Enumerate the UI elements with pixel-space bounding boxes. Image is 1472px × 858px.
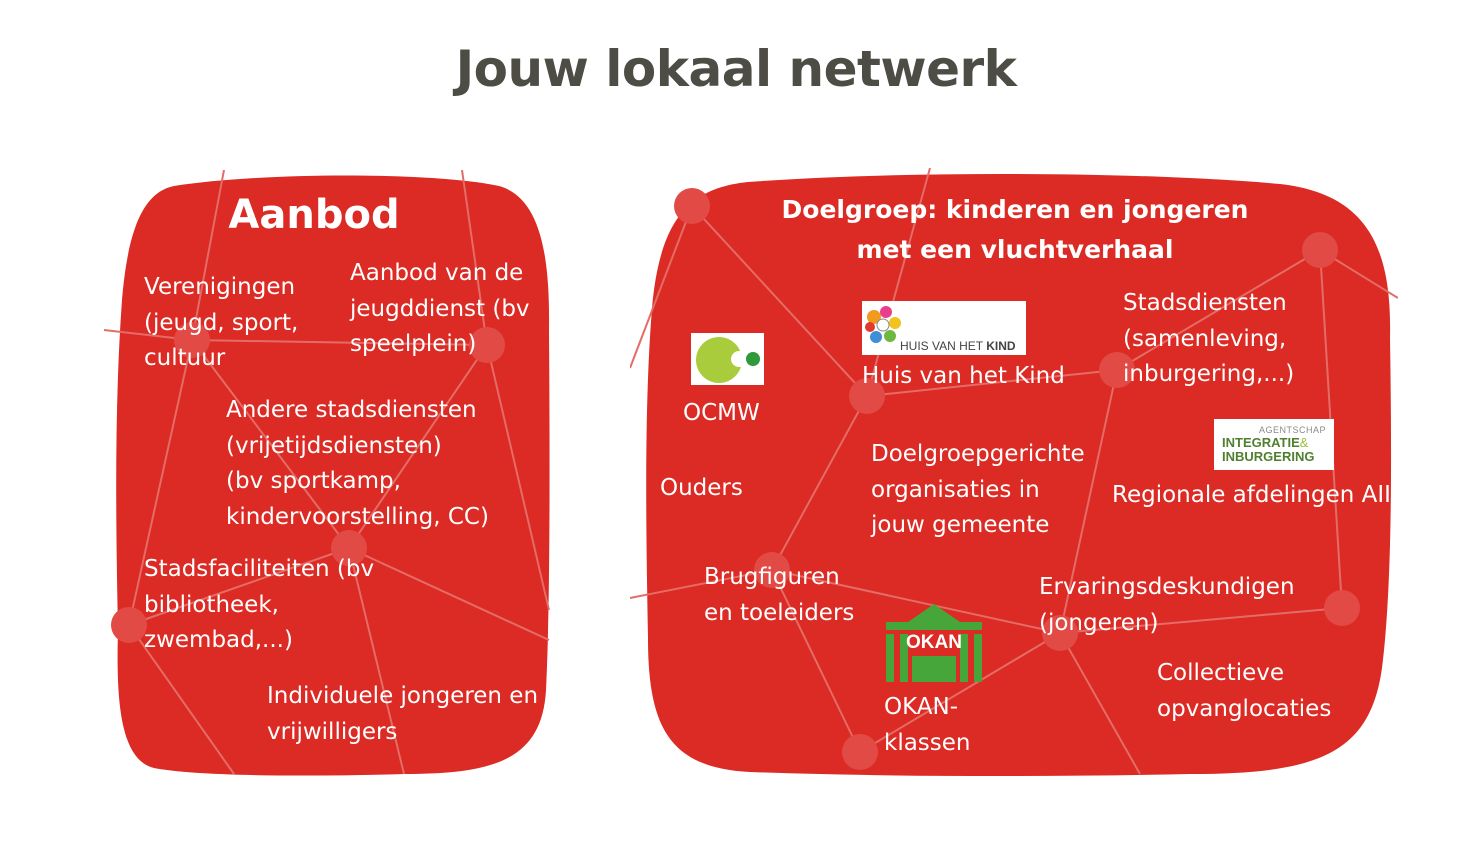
doelgroep-network-nodes xyxy=(674,188,1360,770)
aanbod-network-lines xyxy=(104,170,550,775)
doelgroep-item-regionale: Regionale afdelingen AII xyxy=(1112,482,1391,508)
ocmw-circle-icon xyxy=(696,337,760,383)
page-title: Jouw lokaal netwerk xyxy=(455,40,1017,98)
doelgroep-blob xyxy=(630,168,1398,780)
aanbod-network-graphic xyxy=(104,170,550,776)
doelgroep-item-ocmw: OCMW xyxy=(683,400,760,426)
ocmw-logo xyxy=(691,333,764,385)
doelgroep-blob-shape xyxy=(646,173,1392,777)
aanbod-blob xyxy=(104,170,554,780)
doelgroep-item-ervaringsdeskundigen: Ervaringsdeskundigen(jongeren) xyxy=(1039,574,1295,636)
doelgroep-item-ouders: Ouders xyxy=(660,475,743,501)
doelgroep-item-okan: OKAN-klassen xyxy=(884,694,971,756)
building-icon xyxy=(886,604,982,682)
aanbod-item-stadsdiensten: Andere stadsdiensten(vrijetijdsdiensten)… xyxy=(226,397,489,530)
aanbod-network-nodes xyxy=(111,322,505,643)
agii-logo: AGENTSCHAP INTEGRATIE& INBURGERING xyxy=(1214,419,1334,470)
aanbod-item-verenigingen: Verenigingen(jeugd, sport,cultuur xyxy=(144,274,299,371)
huis-van-het-kind-logo: HUIS VAN HET KIND xyxy=(862,301,1026,355)
doelgroep-item-stadsdiensten: Stadsdiensten(samenleving,inburgering,..… xyxy=(1123,290,1295,387)
doelgroep-item-huis-van-het-kind: Huis van het Kind xyxy=(862,363,1065,389)
aanbod-heading: Aanbod xyxy=(228,192,400,238)
aanbod-blob-shape xyxy=(116,175,550,776)
flower-icon xyxy=(865,306,901,343)
doelgroep-network-graphic xyxy=(630,168,1398,777)
okan-logo: OKAN xyxy=(886,604,982,684)
